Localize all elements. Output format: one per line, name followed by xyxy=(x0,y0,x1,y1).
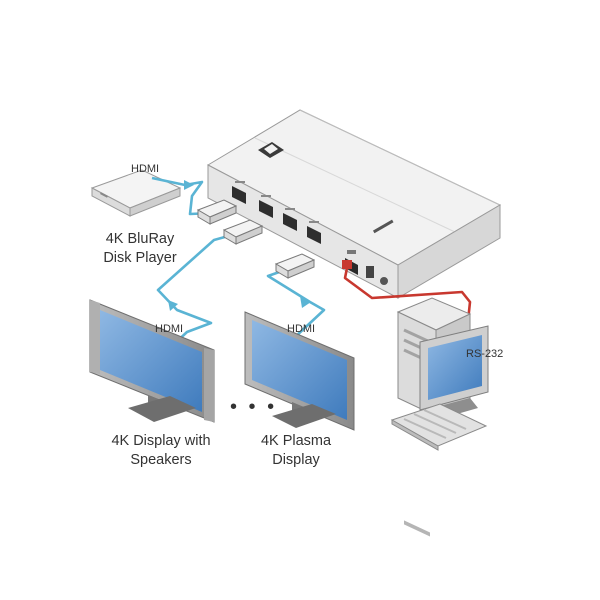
display2-label: 4K Plasma Display xyxy=(246,432,346,470)
bluray-player-icon xyxy=(90,169,182,217)
rs232-connector xyxy=(342,260,352,269)
display2-label-line2: Display xyxy=(272,452,320,468)
display1-label-line1: 4K Display with xyxy=(111,433,211,449)
hdmi-port-out1 xyxy=(259,200,273,218)
arrow-input-icon xyxy=(184,180,194,190)
hdmi-out1-label: HDMI xyxy=(155,323,184,335)
rs232-label: RS-232 xyxy=(466,348,504,360)
hdmi-plug-icon xyxy=(222,219,264,245)
source-label-line2: Disk Player xyxy=(103,250,177,266)
display1-label-line2: Speakers xyxy=(130,452,192,468)
arrow-out1-icon xyxy=(168,300,178,311)
rs232-cable xyxy=(343,267,472,341)
hdmi-port-out2 xyxy=(283,213,297,231)
flat-display-icon xyxy=(89,299,215,423)
hdmi-port-out3 xyxy=(307,226,321,244)
hdmi-plug-icon xyxy=(274,253,316,279)
arrow-out2-icon xyxy=(300,296,311,308)
display1-label: 4K Display with Speakers xyxy=(86,432,236,470)
display2-label-line1: 4K Plasma xyxy=(260,433,332,449)
plasma-display-icon xyxy=(244,311,355,431)
hdmi-port-in xyxy=(232,186,246,204)
source-label: 4K BluRay Disk Player xyxy=(84,230,196,268)
hdmi-cable-input xyxy=(151,176,213,216)
keyboard-icon xyxy=(390,403,488,451)
monitor-icon xyxy=(419,325,489,416)
hdmi-out2-label: HDMI xyxy=(287,323,316,335)
hdmi-input-label: HDMI xyxy=(131,163,160,175)
splitter-device-icon xyxy=(206,109,502,299)
hdmi-cable-out1 xyxy=(156,233,233,347)
kramer-logo-icon xyxy=(258,142,284,158)
source-label-line1: 4K BluRay xyxy=(105,231,175,247)
more-displays-ellipsis: • • • xyxy=(230,396,278,418)
hdmi-plug-icon xyxy=(196,199,238,225)
